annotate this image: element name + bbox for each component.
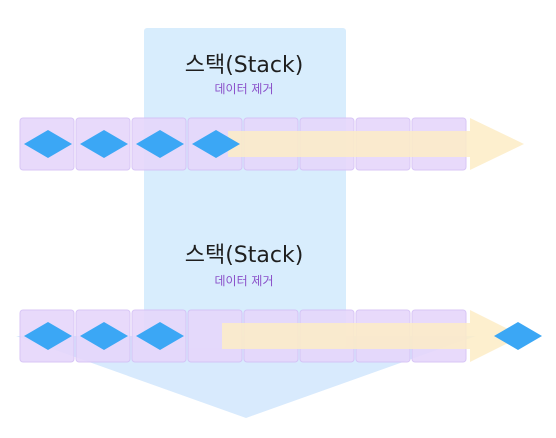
data-item: [80, 130, 128, 158]
data-item: [136, 130, 184, 158]
stage-2-subtitle: 데이터 제거: [214, 274, 273, 288]
stage-1-push-arrow: [228, 118, 524, 170]
stage-2-items: [24, 322, 542, 350]
data-item: [80, 322, 128, 350]
stage-1-title: 스택(Stack): [185, 53, 304, 78]
stage-1: 스택(Stack) 데이터 제거: [19, 53, 524, 171]
data-item: [24, 322, 72, 350]
stack-panel: [144, 28, 346, 348]
arrow-shape: [222, 310, 522, 362]
stage-2-pop-arrow: [222, 310, 522, 362]
data-item: [24, 130, 72, 158]
data-item: [136, 322, 184, 350]
popped-item: [494, 322, 542, 350]
stage-1-subtitle: 데이터 제거: [214, 82, 273, 96]
data-item: [192, 130, 240, 158]
stage-1-items: [24, 130, 240, 158]
stage-2: 스택(Stack) 데이터 제거: [19, 243, 542, 363]
stage-2-title: 스택(Stack): [185, 243, 304, 268]
arrow-shape: [228, 118, 524, 170]
